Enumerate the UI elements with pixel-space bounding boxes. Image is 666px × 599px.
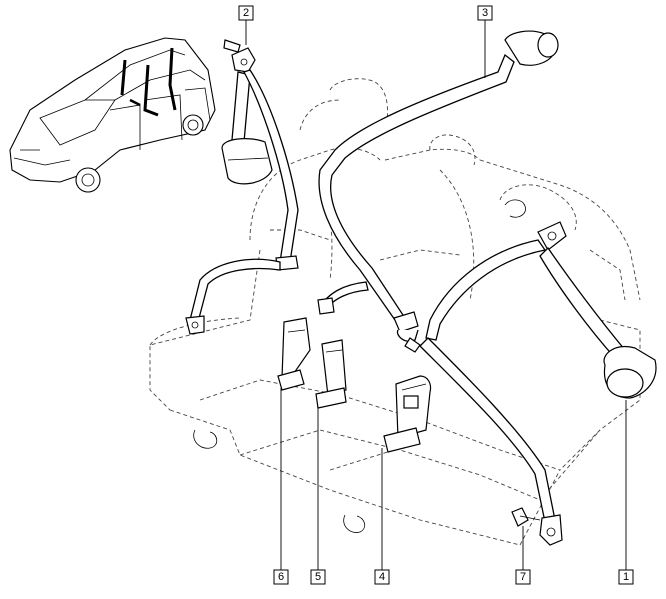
buckle-4	[383, 375, 432, 453]
rear-seat-outline	[149, 78, 641, 546]
callout-4: 4	[374, 569, 390, 585]
right-seat-belt-assembly	[419, 221, 657, 546]
callout-label-6: 6	[278, 571, 284, 583]
vehicle-location-icon	[9, 37, 216, 193]
callout-label-5: 5	[315, 571, 321, 583]
callout-label-3: 3	[482, 7, 488, 19]
callout-label-4: 4	[379, 571, 385, 583]
left-seat-belt-assembly	[185, 39, 299, 335]
seat-anchor-brackets	[193, 199, 526, 533]
centre-seat-belt-assembly	[317, 30, 559, 353]
callout-2: 2	[238, 5, 254, 21]
callout-5: 5	[310, 569, 326, 585]
callout-1: 1	[618, 569, 634, 585]
callout-7: 7	[515, 569, 531, 585]
callout-3: 3	[477, 5, 493, 21]
leader-lines	[245, 20, 627, 570]
callout-6: 6	[273, 569, 289, 585]
callout-label-2: 2	[243, 7, 249, 19]
anchor-bolt-7	[511, 507, 541, 527]
callout-label-1: 1	[623, 571, 629, 583]
buckle-5	[315, 339, 347, 409]
buckle-6	[277, 317, 311, 391]
callout-label-7: 7	[520, 571, 526, 583]
